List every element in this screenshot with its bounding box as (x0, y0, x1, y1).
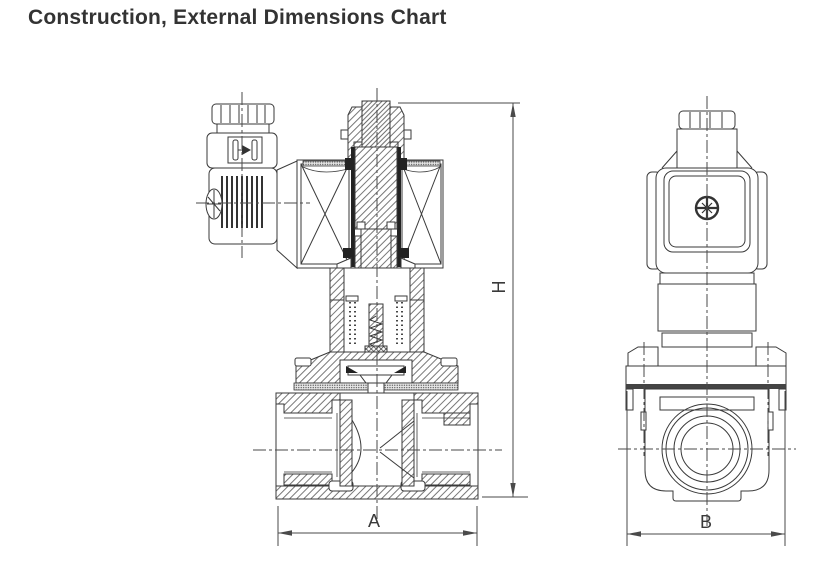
side-view-group (618, 96, 796, 526)
page-title: Construction, External Dimensions Chart (28, 6, 447, 29)
fixed-core (354, 146, 398, 230)
guide-tube-wall-right (397, 147, 401, 267)
dimension-h-label: H (489, 281, 509, 294)
din-connector (205, 103, 278, 245)
front-view-group (196, 88, 502, 520)
dimension-a-label: A (368, 511, 380, 531)
diaphragm-disc (347, 365, 405, 376)
center-spring (368, 315, 384, 349)
dimension-a: A (277, 506, 478, 546)
dimension-h: H (398, 102, 528, 498)
connector-symbol (242, 145, 251, 155)
port-threads (284, 417, 470, 473)
guide-tube-wall-left (351, 147, 355, 267)
coil-winding-right (401, 163, 442, 265)
dimension-b-label: B (700, 512, 712, 532)
connector-adapter-cone (276, 160, 298, 270)
coil-top-washer-left (302, 160, 350, 167)
bolt-centerlines (643, 342, 769, 456)
coil-winding-left (300, 163, 350, 265)
coil-top-washer-right (402, 160, 441, 167)
dimension-b: B (626, 391, 786, 546)
gasket-band (626, 384, 786, 389)
